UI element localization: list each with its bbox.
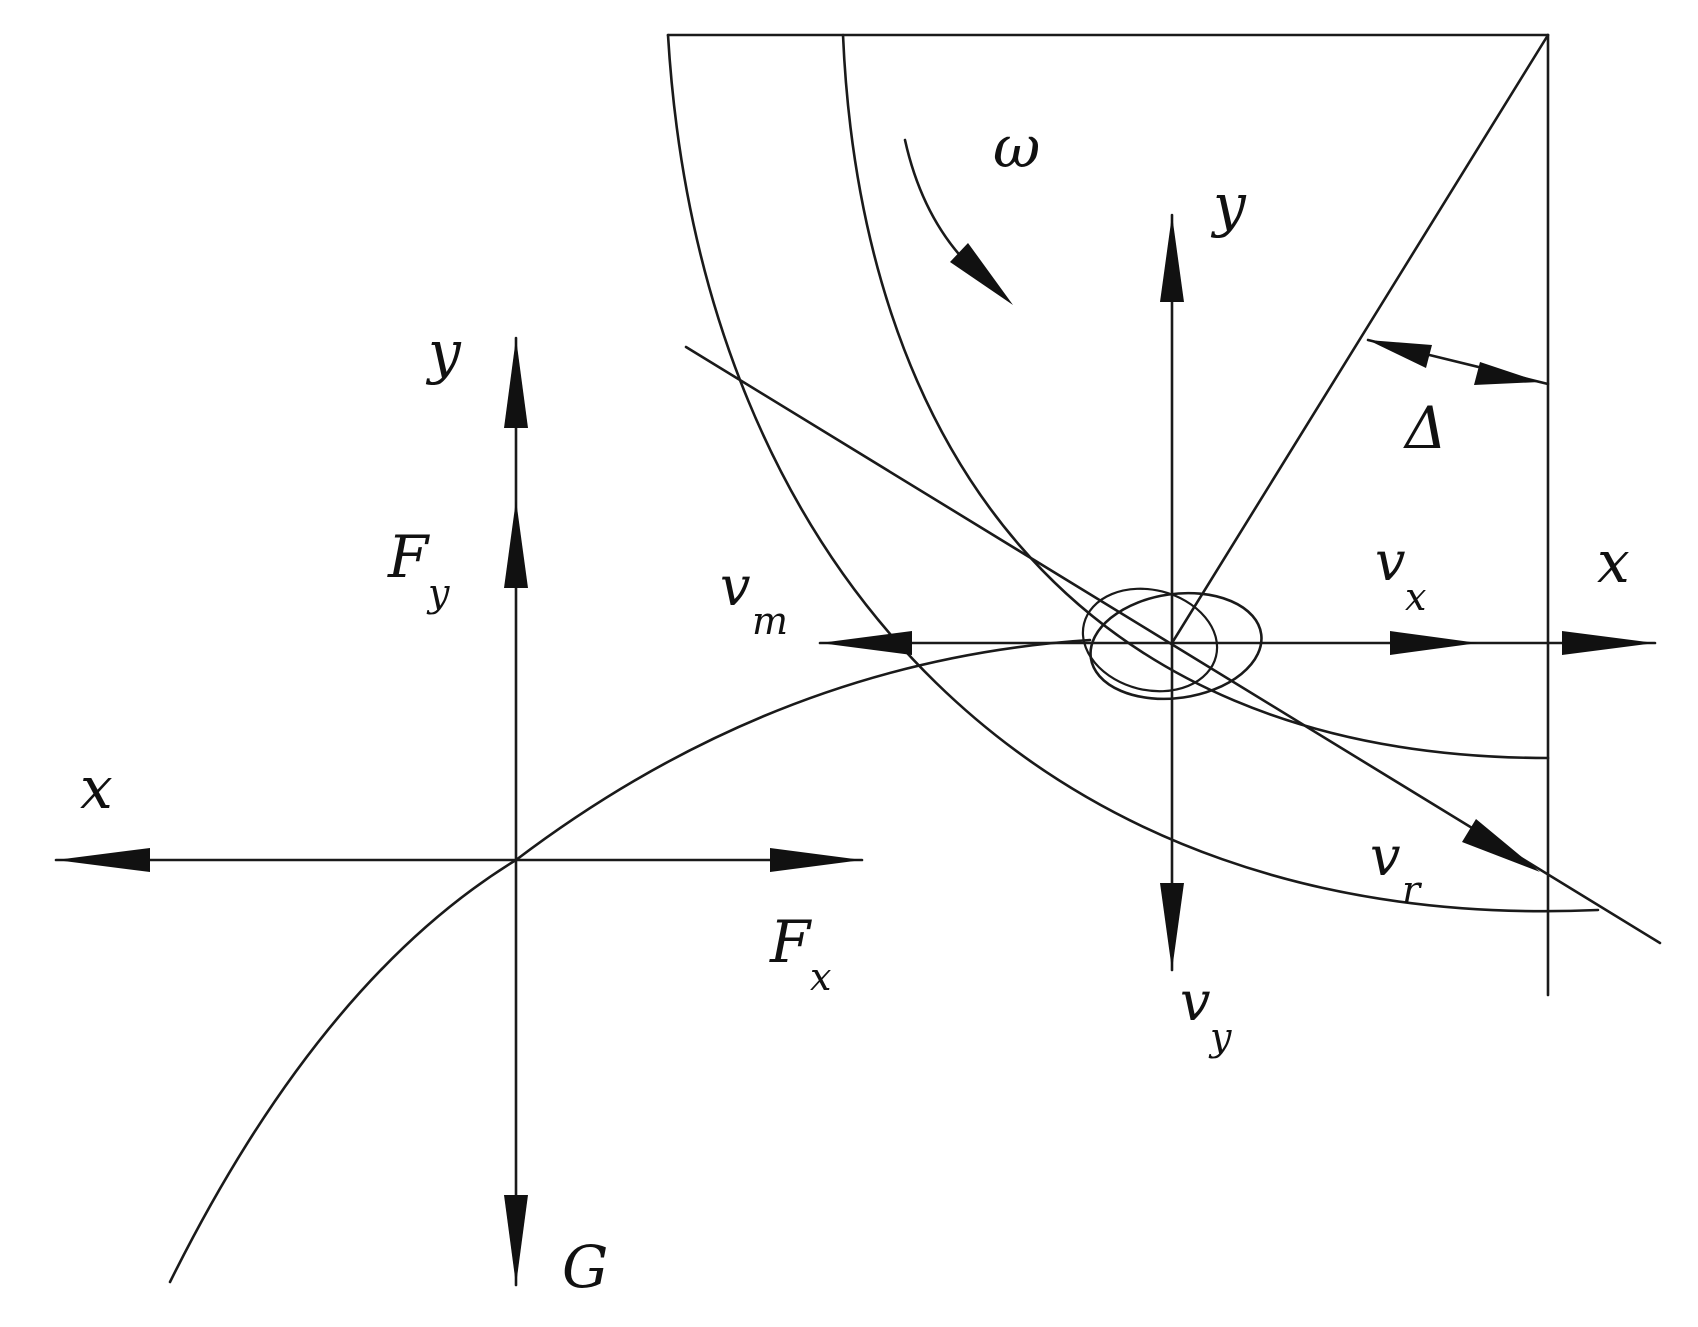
inner-arc	[841, 33, 1550, 760]
vx-label-main: v	[1375, 530, 1406, 593]
gravity-label: G	[562, 1233, 608, 1301]
fy-label-sub: y	[426, 571, 450, 615]
vx-label-sub: x	[1405, 575, 1426, 619]
vy-label-sub: y	[1208, 1015, 1232, 1059]
right-y-axis-label: y	[1210, 171, 1247, 239]
omega-arrowhead	[950, 243, 1013, 305]
vm-label-sub: m	[752, 599, 788, 643]
fx-label-main: F	[769, 908, 812, 976]
fx-arrowhead	[770, 848, 862, 872]
vr-label-main: v	[1370, 825, 1401, 888]
vy-label-main: v	[1180, 970, 1211, 1033]
right-x-axis-arrowhead	[1562, 631, 1655, 655]
vy-arrowhead	[1160, 883, 1184, 970]
vy-label: v y	[1180, 970, 1232, 1059]
vr-arrowhead	[1462, 819, 1540, 872]
vm-arrowhead	[820, 631, 912, 655]
vr-label-sub: r	[1402, 868, 1423, 912]
trajectory-curve	[168, 638, 1092, 1284]
vx-label: v x	[1375, 530, 1426, 619]
delta-arrowhead-right	[1474, 362, 1540, 385]
fx-label-sub: x	[810, 955, 831, 999]
delta-arrowhead-left	[1368, 340, 1432, 368]
right-x-axis-label: x	[1597, 528, 1630, 596]
left-y-axis-arrowhead	[504, 338, 528, 428]
fx-label: F x	[769, 908, 831, 999]
gravity-arrowhead	[504, 1195, 528, 1285]
vm-label-main: v	[720, 555, 751, 618]
vr-label: v r	[1370, 825, 1423, 912]
left-y-axis-label: y	[425, 318, 462, 386]
vm-label: v m	[720, 555, 788, 643]
right-y-axis-arrowhead	[1160, 215, 1184, 302]
outer-arc	[666, 33, 1600, 913]
vx-arrowhead	[1390, 631, 1478, 655]
left-x-axis-arrowhead	[56, 848, 150, 872]
delta-label: Δ	[1403, 394, 1447, 462]
left-x-axis-label: x	[80, 754, 113, 822]
omega-label: ω	[993, 113, 1040, 181]
diagonal-line	[1170, 33, 1550, 645]
particle-ellipse-inner	[1081, 587, 1219, 693]
fy-arrowhead	[504, 500, 528, 588]
fy-label-main: F	[387, 523, 430, 591]
fy-label: F y	[387, 523, 450, 615]
